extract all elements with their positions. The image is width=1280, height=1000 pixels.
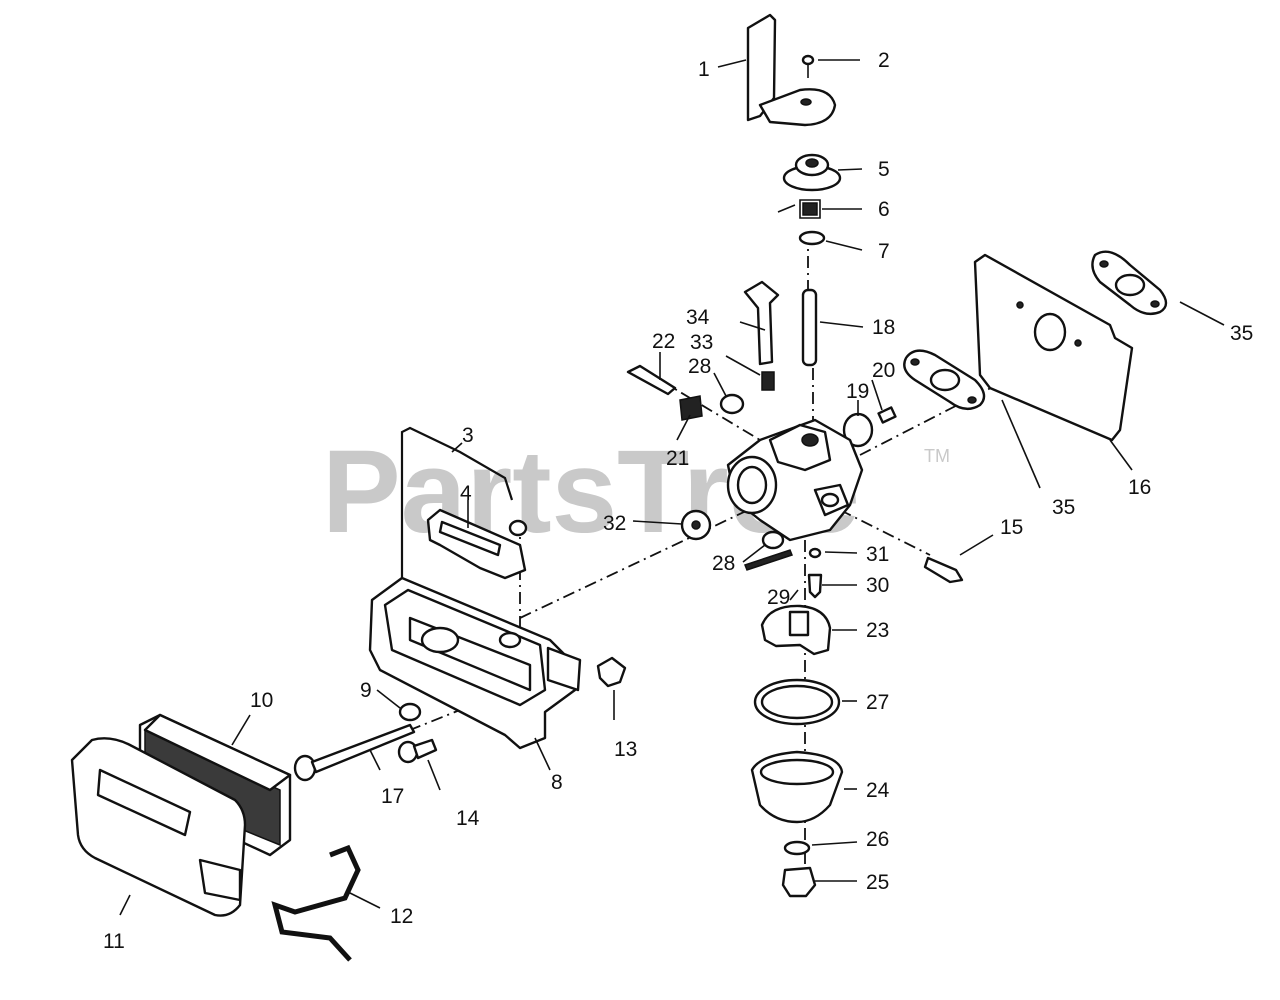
callout-33: 33 bbox=[690, 331, 713, 354]
callout-4: 4 bbox=[460, 482, 472, 505]
callout-24: 24 bbox=[866, 779, 890, 802]
part-float-bowl bbox=[750, 750, 844, 824]
part-wire-clip bbox=[271, 844, 361, 962]
part-bowl-gasket bbox=[753, 678, 841, 726]
callout-29: 29 bbox=[767, 586, 790, 609]
part-idle-screw bbox=[626, 364, 677, 396]
callout-27: 27 bbox=[866, 691, 889, 714]
callout-30: 30 bbox=[866, 574, 889, 597]
callout-12: 12 bbox=[390, 905, 413, 928]
part-washer bbox=[798, 230, 826, 246]
callout-32: 32 bbox=[603, 512, 626, 535]
part-idle-spring bbox=[679, 395, 703, 421]
part-choke-lever bbox=[746, 13, 837, 127]
callout-15: 15 bbox=[1000, 516, 1023, 539]
part-bowl-washer bbox=[783, 840, 811, 856]
callout-35-right: 35 bbox=[1230, 322, 1253, 345]
callout-10: 10 bbox=[250, 689, 273, 712]
callout-34: 34 bbox=[686, 306, 710, 329]
part-shaft-spring bbox=[761, 371, 775, 391]
callout-20: 20 bbox=[872, 359, 895, 382]
callout-7: 7 bbox=[878, 240, 890, 263]
callout-17: 17 bbox=[381, 785, 404, 808]
part-plug-upper bbox=[719, 393, 745, 415]
callout-18: 18 bbox=[872, 316, 895, 339]
part-grommet bbox=[398, 702, 422, 722]
part-choke-wire bbox=[400, 426, 514, 585]
callout-31: 31 bbox=[866, 543, 889, 566]
part-choke-plate bbox=[680, 509, 712, 541]
callout-9: 9 bbox=[360, 679, 372, 702]
callout-26: 26 bbox=[866, 828, 889, 851]
callout-6: 6 bbox=[878, 198, 890, 221]
callout-35-left: 35 bbox=[1052, 496, 1075, 519]
callout-22: 22 bbox=[652, 330, 675, 353]
part-short-screw bbox=[397, 738, 438, 764]
callout-21: 21 bbox=[666, 447, 689, 470]
part-insulator-plate bbox=[973, 253, 1134, 442]
callout-25: 25 bbox=[866, 871, 889, 894]
part-needle-seat bbox=[808, 547, 822, 559]
watermark-trademark: TM bbox=[924, 446, 950, 466]
part-carburetor-body bbox=[726, 418, 864, 542]
callout-3: 3 bbox=[462, 424, 474, 447]
part-plate-screw bbox=[877, 406, 897, 424]
callout-11: 11 bbox=[103, 930, 125, 953]
part-plug-lower bbox=[761, 530, 785, 550]
callout-14: 14 bbox=[456, 807, 480, 830]
part-bowl-nut bbox=[781, 866, 817, 898]
callout-28-lower: 28 bbox=[712, 552, 735, 575]
callout-labels: 1 2 5 6 7 35 34 18 33 22 28 20 19 21 3 4… bbox=[103, 49, 1253, 953]
part-air-cleaner-cover bbox=[70, 737, 247, 917]
part-spring-small bbox=[777, 199, 821, 219]
callout-5: 5 bbox=[878, 158, 890, 181]
part-choke-shaft bbox=[743, 280, 780, 366]
part-throttle-shaft bbox=[801, 288, 818, 367]
callout-8: 8 bbox=[551, 771, 563, 794]
callout-1: 1 bbox=[698, 58, 710, 81]
callout-28-upper: 28 bbox=[688, 355, 711, 378]
part-float-pin bbox=[744, 549, 793, 571]
leader-lines bbox=[119, 59, 1225, 916]
part-gasket-right bbox=[1091, 250, 1168, 316]
part-long-screw bbox=[293, 723, 416, 782]
part-air-cleaner-base bbox=[368, 576, 582, 750]
part-gasket-left bbox=[903, 349, 986, 410]
part-screw bbox=[801, 54, 815, 78]
callout-23: 23 bbox=[866, 619, 889, 642]
callout-16: 16 bbox=[1128, 476, 1151, 499]
callout-13: 13 bbox=[614, 738, 637, 761]
part-inlet-needle bbox=[807, 573, 823, 599]
part-pin bbox=[923, 556, 964, 584]
part-float bbox=[760, 604, 832, 656]
part-clip bbox=[596, 656, 627, 688]
part-collar bbox=[782, 153, 842, 192]
callout-19: 19 bbox=[846, 380, 869, 403]
part-bracket bbox=[426, 508, 528, 580]
callout-2: 2 bbox=[878, 49, 890, 72]
